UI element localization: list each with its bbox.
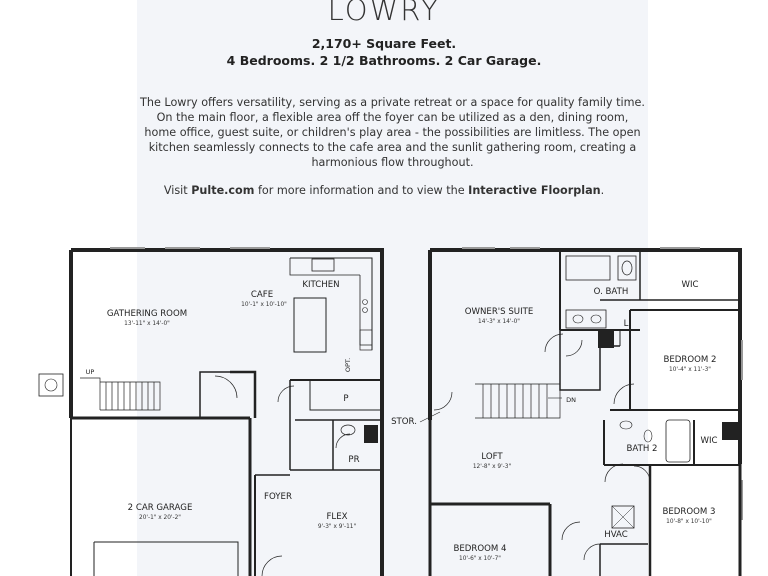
cafe-label: CAFE	[250, 290, 274, 300]
visit-middle: for more information and to view the	[254, 184, 469, 197]
visit-line: Visit Pulte.com for more information and…	[0, 183, 768, 198]
pulte-link[interactable]: Pulte.com	[191, 184, 255, 197]
owners-suite-label: OWNER'S SUITE	[464, 307, 534, 317]
pantry-label: P	[343, 394, 349, 404]
flex-label: FLEX	[326, 512, 348, 522]
upper-floor-walls	[419, 247, 743, 576]
gathering-room-dims: 13'-11" x 14'-0"	[124, 321, 170, 327]
plan-title: LOWRY	[327, 0, 441, 27]
bedroom-3-label: BEDROOM 3	[662, 507, 716, 517]
plan-specs: 2,170+ Square Feet. 4 Bedrooms. 2 1/2 Ba…	[0, 35, 768, 69]
storage-label: STOR.	[391, 417, 417, 427]
plan-description: The Lowry offers versatility, serving as…	[140, 95, 645, 170]
owners-suite-dims: 14'-3" x 14'-0"	[478, 319, 520, 325]
hvac-label: HVAC	[604, 530, 628, 540]
foyer-label: FOYER	[264, 492, 292, 502]
flex-dims: 9'-3" x 9'-11"	[317, 524, 357, 530]
cafe-dims: 10'-1" x 10'-10"	[241, 302, 287, 308]
bedroom-4-label: BEDROOM 4	[453, 544, 507, 554]
bedroom-3-dims: 10'-8" x 10'-10"	[666, 519, 712, 525]
interactive-floorplan-link[interactable]: Interactive Floorplan	[468, 184, 601, 197]
header-panel	[137, 0, 648, 576]
stairs-down-label: DN	[566, 396, 576, 404]
opt-label: OPT.	[344, 357, 352, 373]
bedroom-2-dims: 10'-4" x 11'-3"	[669, 367, 711, 373]
bedroom-4-dims: 10'-6" x 10'-7"	[459, 556, 501, 562]
loft-dims: 12'-8" x 9'-3"	[472, 464, 512, 470]
description-line: kitchen seamlessly connects to the cafe …	[148, 141, 637, 154]
gathering-room-label: GATHERING ROOM	[106, 309, 188, 319]
description-line: home office, guest suite, or children's …	[144, 126, 641, 139]
powder-room-label: PR	[348, 455, 360, 465]
loft-label: LOFT	[481, 452, 503, 462]
visit-prefix: Visit	[163, 184, 192, 197]
description-line: On the main floor, a flexible area off t…	[156, 111, 629, 124]
wic-2-label: WIC	[700, 436, 718, 446]
garage-dims: 20'-1" x 20'-2"	[139, 515, 181, 521]
owners-bath-label: O. BATH	[593, 287, 629, 297]
description-line: harmonious flow throughout.	[311, 156, 474, 169]
description-line: The Lowry offers versatility, serving as…	[140, 96, 645, 109]
main-floor-walls	[38, 247, 384, 576]
garage-label: 2 CAR GARAGE	[127, 503, 193, 513]
wic-1-label: WIC	[681, 280, 699, 290]
rooms-summary: 4 Bedrooms. 2 1/2 Bathrooms. 2 Car Garag…	[226, 53, 542, 68]
bath-2-label: BATH 2	[626, 444, 658, 454]
stairs-up-label: UP	[85, 368, 95, 376]
kitchen-label: KITCHEN	[302, 280, 340, 290]
linen-label: L	[623, 319, 629, 329]
bedroom-2-label: BEDROOM 2	[663, 355, 717, 365]
square-feet: 2,170+ Square Feet.	[311, 36, 457, 51]
visit-suffix: .	[600, 184, 605, 197]
